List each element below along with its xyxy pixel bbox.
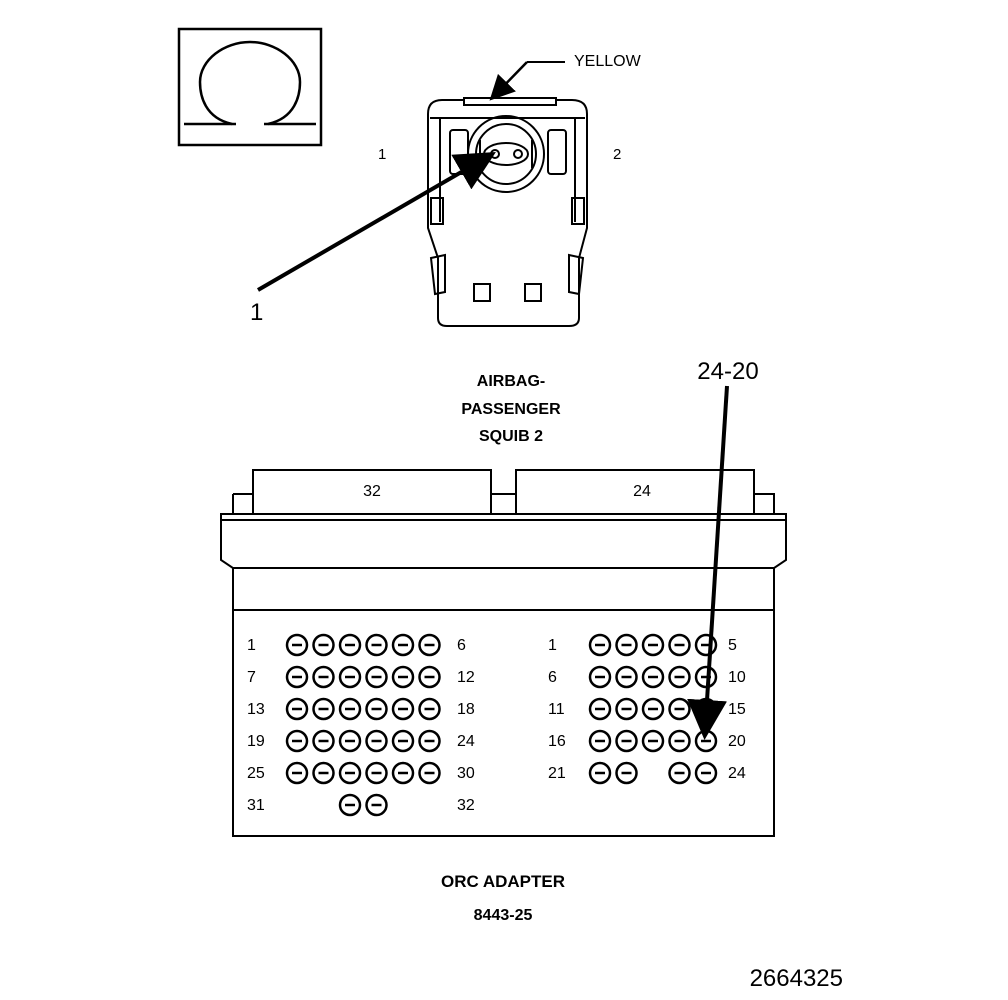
pin-socket-icon bbox=[588, 761, 612, 785]
pin-socket-icon bbox=[312, 633, 335, 657]
pin-socket-icon bbox=[285, 729, 309, 753]
squib-title-line-2: PASSENGER bbox=[461, 401, 561, 418]
pin-socket-icon bbox=[391, 665, 415, 689]
tab-32-label: 32 bbox=[363, 483, 381, 500]
pin-socket-icon bbox=[668, 761, 691, 785]
pin-socket-icon bbox=[312, 697, 335, 721]
right-row-5-end: 24 bbox=[728, 765, 746, 782]
left-row-5-start: 25 bbox=[247, 765, 265, 782]
pin-socket-icon bbox=[615, 761, 638, 785]
left-row-6-start: 31 bbox=[247, 797, 265, 814]
pin-socket-icon bbox=[338, 665, 362, 689]
yellow-label: YELLOW bbox=[574, 53, 642, 70]
pin-socket-icon bbox=[365, 665, 388, 689]
pin-socket-icon bbox=[668, 697, 691, 721]
right-row-4-start: 16 bbox=[548, 733, 566, 750]
pin-socket-icon bbox=[641, 665, 665, 689]
pin-socket-icon bbox=[391, 761, 415, 785]
pin-socket-icon bbox=[588, 729, 612, 753]
pin-socket-icon bbox=[418, 633, 441, 657]
right-row-2-end: 10 bbox=[728, 669, 746, 686]
left-row-4-start: 19 bbox=[247, 733, 265, 750]
pin-socket-icon bbox=[418, 697, 441, 721]
pin-socket-icon bbox=[694, 761, 718, 785]
pin-socket-icon bbox=[365, 697, 388, 721]
left-row-1-start: 1 bbox=[247, 637, 256, 654]
pin-socket-icon bbox=[588, 633, 612, 657]
squib-pin-1-label: 1 bbox=[378, 146, 386, 163]
pin-socket-icon bbox=[418, 729, 441, 753]
pin-sockets bbox=[285, 633, 718, 817]
right-row-1-start: 1 bbox=[548, 637, 557, 654]
pin-socket-icon bbox=[285, 665, 309, 689]
pin-socket-icon bbox=[365, 729, 388, 753]
right-row-3-end: 15 bbox=[728, 701, 746, 718]
adapter-title: ORC ADAPTER bbox=[441, 872, 565, 891]
squib-title-line-1: AIRBAG- bbox=[477, 373, 545, 390]
pin-socket-icon bbox=[365, 633, 388, 657]
right-pin-block: 1 5 6 10 11 15 16 20 21 24 bbox=[548, 637, 746, 782]
tab-24-label: 24 bbox=[633, 483, 651, 500]
left-row-6-end: 32 bbox=[457, 797, 475, 814]
right-row-2-start: 6 bbox=[548, 669, 557, 686]
pin-socket-icon bbox=[365, 761, 388, 785]
pin-socket-icon bbox=[588, 697, 612, 721]
pin-socket-icon bbox=[338, 793, 362, 817]
left-row-3-end: 18 bbox=[457, 701, 475, 718]
pin-socket-icon bbox=[312, 761, 335, 785]
left-row-1-end: 6 bbox=[457, 637, 466, 654]
pin-socket-icon bbox=[338, 697, 362, 721]
pin-socket-icon bbox=[615, 729, 638, 753]
callout-1-label: 1 bbox=[250, 299, 263, 326]
pin-socket-icon bbox=[365, 793, 388, 817]
right-row-4-end: 20 bbox=[728, 733, 746, 750]
left-row-3-start: 13 bbox=[247, 701, 265, 718]
figure-id: 2664325 bbox=[750, 965, 843, 992]
callout-24-20-label: 24-20 bbox=[697, 358, 758, 385]
pin-socket-icon bbox=[391, 729, 415, 753]
pin-socket-icon bbox=[694, 633, 718, 657]
ohm-symbol-icon bbox=[177, 27, 323, 147]
pin-socket-icon bbox=[641, 729, 665, 753]
squib-title-line-3: SQUIB 2 bbox=[479, 428, 543, 445]
pin-socket-icon bbox=[338, 729, 362, 753]
pin-socket-icon bbox=[391, 697, 415, 721]
pin-socket-icon bbox=[668, 633, 691, 657]
pin-socket-icon bbox=[615, 697, 638, 721]
right-row-1-end: 5 bbox=[728, 637, 737, 654]
pin-socket-icon bbox=[615, 665, 638, 689]
pin-socket-icon bbox=[312, 729, 335, 753]
left-row-5-end: 30 bbox=[457, 765, 475, 782]
squib-pin-2-label: 2 bbox=[613, 146, 621, 163]
pin-socket-icon bbox=[668, 729, 691, 753]
pin-socket-icon bbox=[312, 665, 335, 689]
pin-socket-icon bbox=[694, 729, 718, 753]
pin-socket-icon bbox=[418, 665, 441, 689]
pin-socket-icon bbox=[285, 761, 309, 785]
left-row-2-end: 12 bbox=[457, 669, 475, 686]
squib-connector bbox=[427, 97, 588, 327]
callout-24-20-arrow bbox=[687, 385, 729, 740]
pin-socket-icon bbox=[615, 633, 638, 657]
pin-socket-icon bbox=[285, 633, 309, 657]
pin-socket-icon bbox=[391, 633, 415, 657]
pin-socket-icon bbox=[285, 697, 309, 721]
callout-1-arrow bbox=[256, 151, 496, 292]
pin-socket-icon bbox=[694, 665, 718, 689]
pin-socket-icon bbox=[641, 633, 665, 657]
left-row-2-start: 7 bbox=[247, 669, 256, 686]
pin-socket-icon bbox=[338, 633, 362, 657]
pin-socket-icon bbox=[641, 697, 665, 721]
pin-socket-icon bbox=[418, 761, 441, 785]
left-pin-block: 1 6 7 12 13 18 19 24 25 30 31 32 bbox=[247, 637, 475, 814]
adapter-part-number: 8443-25 bbox=[474, 907, 533, 924]
pin-socket-icon bbox=[338, 761, 362, 785]
pin-socket-icon bbox=[668, 665, 691, 689]
left-row-4-end: 24 bbox=[457, 733, 475, 750]
pin-socket-icon bbox=[588, 665, 612, 689]
yellow-arrow bbox=[489, 61, 528, 101]
right-row-3-start: 11 bbox=[548, 701, 565, 718]
right-row-5-start: 21 bbox=[548, 765, 566, 782]
